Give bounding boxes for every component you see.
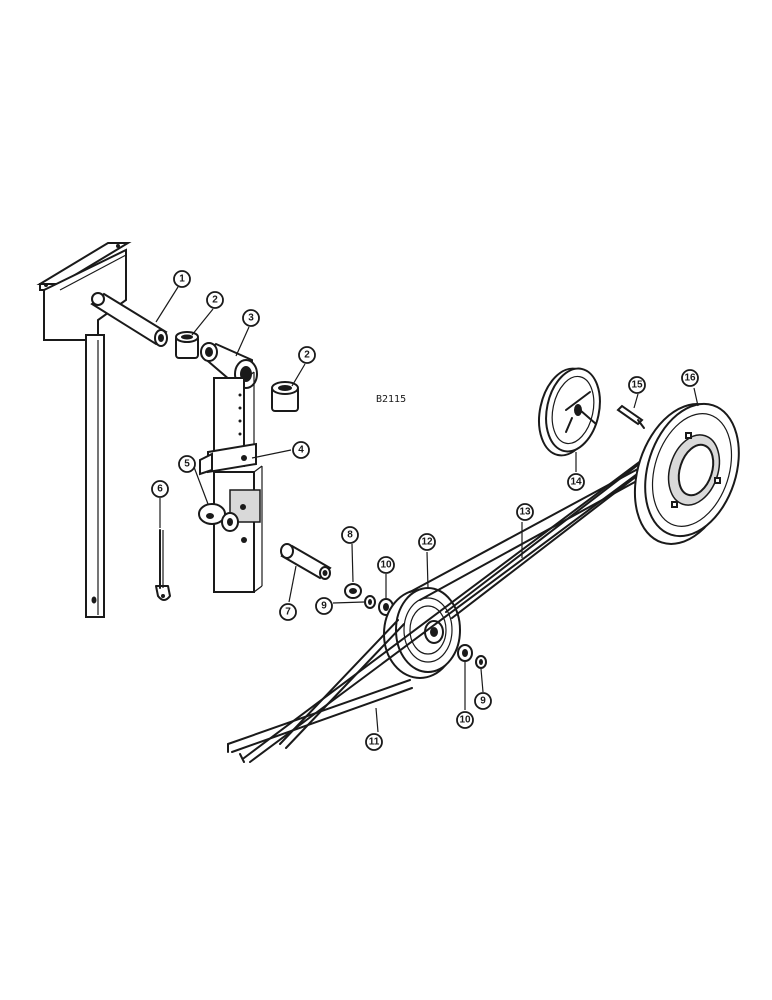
callout-4: 4 xyxy=(292,441,310,459)
svg-text:7: 7 xyxy=(285,607,291,618)
svg-text:2: 2 xyxy=(304,350,310,361)
svg-text:2: 2 xyxy=(212,295,218,306)
small-pulley xyxy=(538,367,601,457)
callout-3: 3 xyxy=(242,309,260,327)
callout-5: 5 xyxy=(178,455,196,473)
callout-11: 11 xyxy=(365,733,383,751)
callout-1: 1 xyxy=(173,270,191,288)
leader-lines xyxy=(155,286,699,733)
svg-text:10: 10 xyxy=(380,560,392,571)
clamp-bracket xyxy=(199,442,257,476)
callout-10: 10 xyxy=(456,711,474,729)
callout-2: 2 xyxy=(298,346,316,364)
snap-ring-right xyxy=(475,655,487,669)
washer xyxy=(344,583,362,599)
svg-text:8: 8 xyxy=(347,530,353,541)
svg-text:9: 9 xyxy=(480,696,486,707)
callout-9: 9 xyxy=(315,597,333,615)
callout-13: 13 xyxy=(516,503,534,521)
bushing-right xyxy=(271,381,299,412)
drive-pulley xyxy=(633,402,740,545)
key xyxy=(616,404,645,429)
callout-12: 12 xyxy=(418,533,436,551)
svg-text:3: 3 xyxy=(248,313,254,324)
bearing-right xyxy=(457,644,473,662)
svg-text:12: 12 xyxy=(421,537,433,548)
callout-16: 16 xyxy=(681,369,699,387)
svg-text:13: 13 xyxy=(519,507,531,518)
snap-ring-left xyxy=(364,595,376,609)
svg-text:6: 6 xyxy=(157,484,163,495)
pin xyxy=(280,543,332,580)
callout-15: 15 xyxy=(628,376,646,394)
svg-text:11: 11 xyxy=(369,737,380,748)
svg-text:16: 16 xyxy=(684,373,696,384)
callout-8: 8 xyxy=(341,526,359,544)
callout-6: 6 xyxy=(151,480,169,498)
callout-9: 9 xyxy=(474,692,492,710)
svg-text:14: 14 xyxy=(570,477,582,488)
svg-text:9: 9 xyxy=(321,601,327,612)
callout-7: 7 xyxy=(279,603,297,621)
callout-2: 2 xyxy=(206,291,224,309)
shaft xyxy=(90,292,168,347)
long-bolt xyxy=(155,529,171,601)
svg-text:5: 5 xyxy=(184,459,190,470)
callout-14: 14 xyxy=(567,473,585,491)
callout-10: 10 xyxy=(377,556,395,574)
v-belts xyxy=(227,424,695,763)
svg-text:4: 4 xyxy=(298,445,304,456)
svg-text:15: 15 xyxy=(631,380,643,391)
svg-text:10: 10 xyxy=(459,715,471,726)
bushing-left xyxy=(175,331,199,359)
lower-post xyxy=(198,465,263,593)
svg-text:1: 1 xyxy=(179,274,185,285)
figure-id: B2115 xyxy=(376,394,406,405)
mounting-bracket xyxy=(36,242,132,618)
